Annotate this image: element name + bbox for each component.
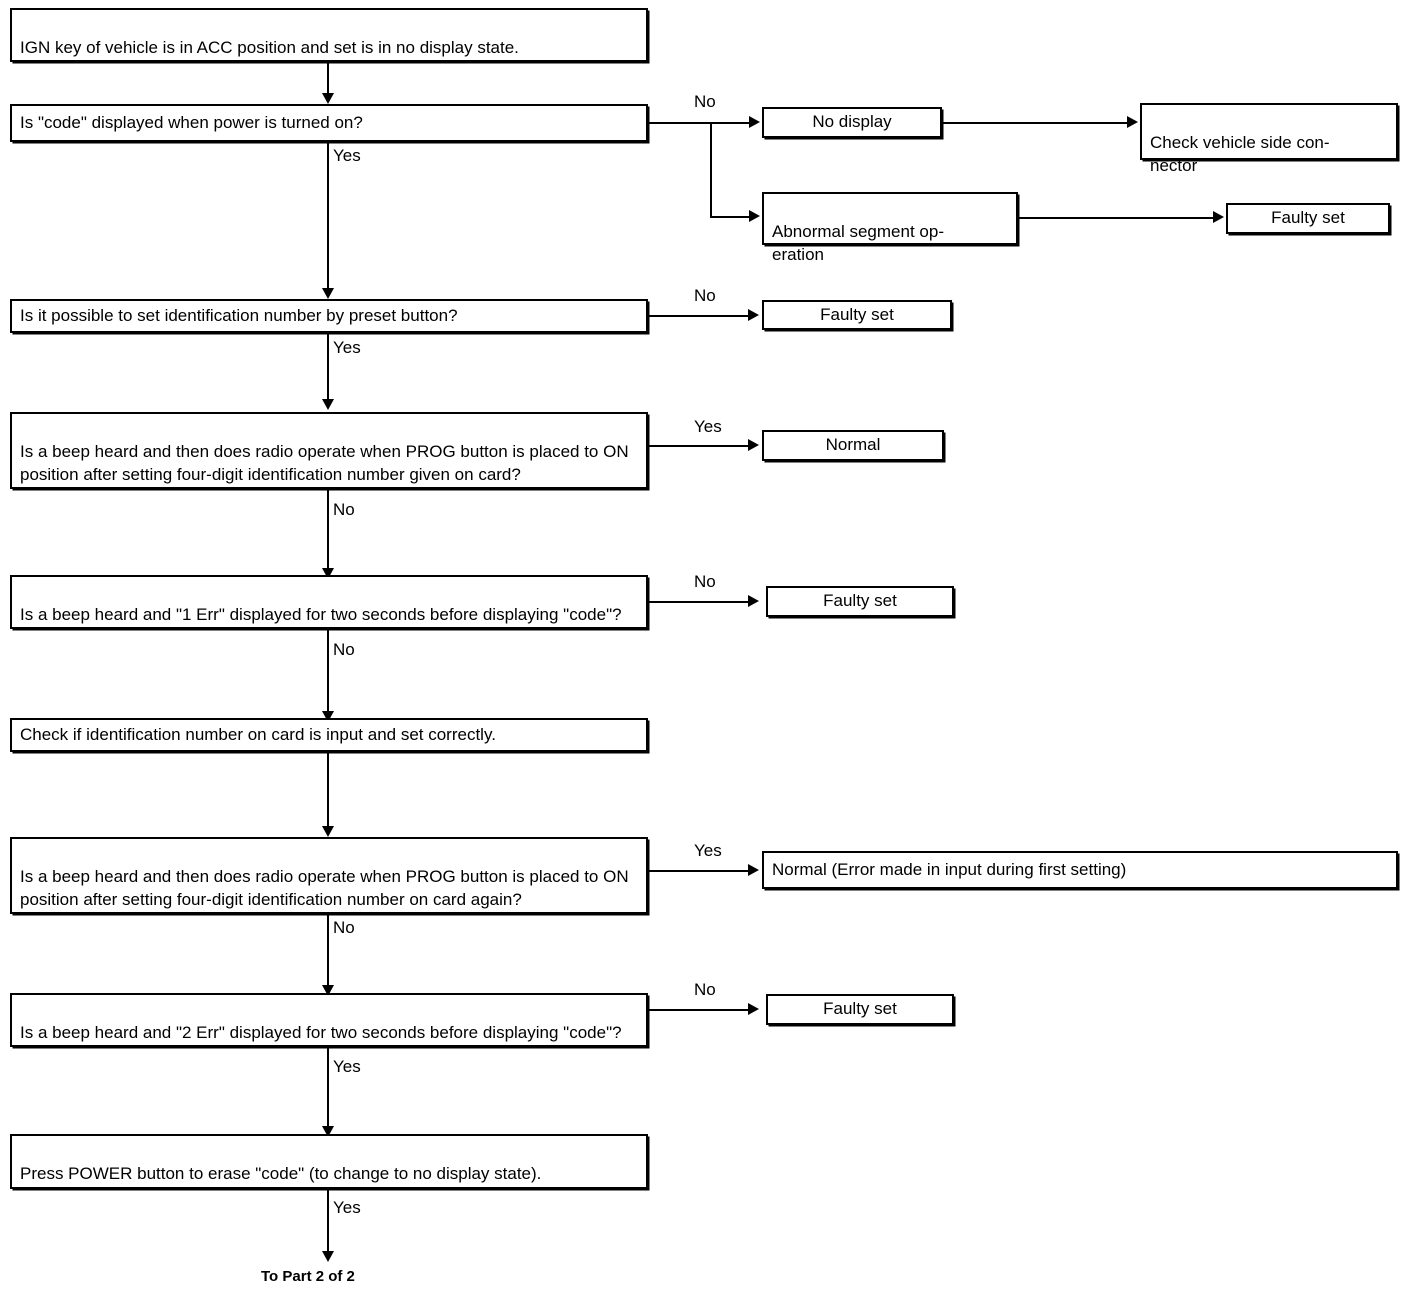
- connector-err1-no: [648, 601, 749, 603]
- node-faulty-set-1-label: Faulty set: [1271, 208, 1345, 228]
- node-abnormal-segment: Abnormal segment op- eration: [762, 192, 1018, 264]
- node-q-prog-first-label: Is a beep heard and then does radio oper…: [20, 442, 629, 484]
- node-q-code-displayed-label: Is "code" displayed when power is turned…: [20, 113, 363, 133]
- arrowhead-start-to-code: [322, 93, 334, 104]
- node-faulty-set-4: Faulty set: [766, 994, 954, 1025]
- node-q-prog-second-label: Is a beep heard and then does radio oper…: [20, 867, 629, 909]
- node-faulty-set-2-label: Faulty set: [820, 304, 894, 324]
- terminal-to-part-2: To Part 2 of 2: [261, 1268, 355, 1285]
- node-normal: Normal: [762, 430, 944, 461]
- edge-label-err2-yes: Yes: [333, 1057, 361, 1076]
- edge-label-prog2-yes: Yes: [694, 841, 722, 860]
- connector-nodisplay-to-connector: [942, 122, 1128, 124]
- arrowhead-to-faulty-set-4: [748, 1003, 759, 1015]
- node-q-prog-second: Is a beep heard and then does radio oper…: [10, 837, 648, 914]
- node-q-preset-button: Is it possible to set identification num…: [10, 299, 648, 333]
- connector-preset-no: [648, 315, 749, 317]
- node-no-display: No display: [762, 107, 942, 138]
- connector-code-no-to-abnormal: [710, 216, 750, 218]
- node-press-power: Press POWER button to erase "code" (to c…: [10, 1134, 648, 1189]
- arrowhead-err2-yes: [322, 1126, 334, 1137]
- edge-label-err1-no: No: [694, 572, 716, 591]
- node-q-err1: Is a beep heard and "1 Err" displayed fo…: [10, 575, 648, 629]
- node-no-display-label: No display: [812, 112, 892, 132]
- node-check-connector: Check vehicle side con- nector: [1140, 103, 1398, 175]
- node-faulty-set-4-label: Faulty set: [823, 999, 897, 1019]
- connector-code-no-vertical: [710, 122, 712, 218]
- arrowhead-checkinput-down: [322, 826, 334, 837]
- edge-label-preset-yes: Yes: [333, 338, 361, 357]
- connector-checkinput-down-vertical: [327, 752, 329, 827]
- edge-label-err2-no: No: [694, 980, 716, 999]
- connector-abnormal-to-faulty: [1018, 217, 1214, 219]
- connector-err2-no: [648, 1009, 749, 1011]
- arrowhead-to-normal-error: [748, 864, 759, 876]
- edge-label-err1-no-down: No: [333, 640, 355, 659]
- connector-code-no-horizontal: [648, 122, 712, 124]
- node-faulty-set-1: Faulty set: [1226, 203, 1390, 234]
- node-press-power-label: Press POWER button to erase "code" (to c…: [20, 1164, 542, 1184]
- connector-prog2-no-vertical: [327, 914, 329, 986]
- arrowhead-prog2-no: [322, 985, 334, 996]
- arrowhead-to-normal: [748, 439, 759, 451]
- arrowhead-to-faulty-set-1: [1213, 211, 1224, 223]
- arrowhead-to-nodisplay: [749, 116, 760, 128]
- edge-label-code-no: No: [694, 92, 716, 111]
- node-normal-error-first-label: Normal (Error made in input during first…: [772, 860, 1127, 880]
- arrowhead-to-part2: [322, 1251, 334, 1262]
- arrowhead-to-abnormal: [749, 210, 760, 222]
- arrowhead-preset-yes: [322, 399, 334, 410]
- node-normal-error-first: Normal (Error made in input during first…: [762, 851, 1398, 889]
- connector-preset-yes-vertical: [327, 333, 329, 400]
- node-q-prog-first: Is a beep heard and then does radio oper…: [10, 412, 648, 489]
- connector-code-yes-vertical: [327, 142, 329, 289]
- connector-prog2-yes: [648, 870, 749, 872]
- node-abnormal-segment-label: Abnormal segment op- eration: [772, 222, 944, 264]
- node-q-preset-button-label: Is it possible to set identification num…: [20, 306, 458, 326]
- arrowhead-code-yes: [322, 288, 334, 299]
- node-q-err2-label: Is a beep heard and "2 Err" displayed fo…: [20, 1023, 622, 1043]
- edge-label-code-yes: Yes: [333, 146, 361, 165]
- connector-prog1-no-vertical: [327, 489, 329, 569]
- edge-label-power-yes: Yes: [333, 1198, 361, 1217]
- arrowhead-err1-no-down: [322, 711, 334, 722]
- connector-code-no-to-nodisplay: [710, 122, 750, 124]
- edge-label-prog1-yes: Yes: [694, 417, 722, 436]
- node-faulty-set-2: Faulty set: [762, 300, 952, 330]
- node-q-code-displayed: Is "code" displayed when power is turned…: [10, 104, 648, 142]
- connector-prog1-yes: [648, 445, 749, 447]
- node-faulty-set-3-label: Faulty set: [823, 591, 897, 611]
- node-check-input: Check if identification number on card i…: [10, 718, 648, 752]
- node-check-connector-label: Check vehicle side con- nector: [1150, 133, 1330, 175]
- connector-err1-no-down-vertical: [327, 629, 329, 712]
- arrowhead-to-check-connector: [1127, 116, 1138, 128]
- node-check-input-label: Check if identification number on card i…: [20, 725, 496, 745]
- node-normal-label: Normal: [825, 435, 881, 455]
- edge-label-prog2-no: No: [333, 918, 355, 937]
- arrowhead-to-faulty-set-2: [748, 309, 759, 321]
- arrowhead-prog1-no: [322, 568, 334, 579]
- node-faulty-set-3: Faulty set: [766, 586, 954, 617]
- node-start: IGN key of vehicle is in ACC position an…: [10, 8, 648, 62]
- connector-start-to-code: [327, 62, 329, 94]
- edge-label-preset-no: No: [694, 286, 716, 305]
- node-start-label: IGN key of vehicle is in ACC position an…: [20, 38, 519, 58]
- arrowhead-to-faulty-set-3: [748, 595, 759, 607]
- node-q-err2: Is a beep heard and "2 Err" displayed fo…: [10, 993, 648, 1047]
- connector-err2-yes-vertical: [327, 1047, 329, 1127]
- edge-label-prog1-no: No: [333, 500, 355, 519]
- connector-power-yes-vertical: [327, 1189, 329, 1252]
- node-q-err1-label: Is a beep heard and "1 Err" displayed fo…: [20, 605, 622, 625]
